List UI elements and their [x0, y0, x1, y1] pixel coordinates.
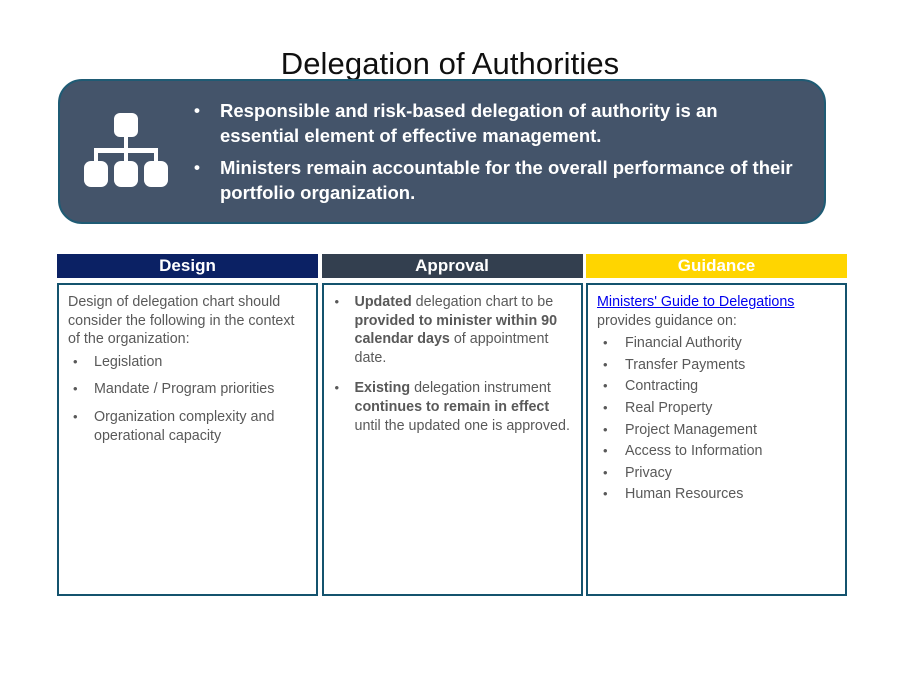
design-intro-text: Design of delegation chart should consid… — [68, 294, 295, 348]
bullet-glyph: • — [603, 378, 608, 394]
bullet-glyph: • — [603, 464, 608, 480]
bullet-glyph: • — [73, 381, 78, 397]
guidance-intro-tail: provides guidance on: — [597, 312, 737, 329]
bullet-glyph: • — [334, 294, 340, 309]
design-bullet-item: • Organization complexity and operational… — [68, 408, 307, 445]
guidance-bullet-item-label: Financial Authority — [625, 335, 742, 352]
column-header-design: Design — [57, 254, 318, 278]
design-bullet-item: • Legislation — [68, 353, 307, 372]
banner-bullet-2-text: Ministers remain accountable for the ove… — [220, 157, 793, 203]
key-message-banner: • Responsible and risk-based delegation … — [58, 79, 826, 224]
column-body-approval: • Updated delegation chart to be provided… — [321, 283, 583, 596]
design-bullet-item-label: Mandate / Program priorities — [94, 381, 275, 398]
guidance-bullet-list: • Financial Authority • Transfer Payments • C… — [597, 334, 836, 504]
bullet-glyph: • — [603, 335, 608, 351]
approval-bullet-item: • Updated delegation chart to be provided… — [333, 293, 572, 367]
bullet-glyph: • — [73, 353, 78, 369]
banner-bullet-list: • Responsible and risk-based delegation … — [192, 91, 824, 212]
guidance-bullet-item: • Contracting — [597, 377, 836, 396]
column-header-approval: Approval — [321, 254, 583, 278]
guidance-bullet-item: • Transfer Payments — [597, 356, 836, 375]
guidance-bullet-item: • Financial Authority — [597, 334, 836, 353]
guidance-bullet-item: • Human Resources — [597, 485, 836, 504]
bullet-glyph: • — [194, 158, 200, 177]
bullet-glyph: • — [603, 486, 608, 502]
bullet-glyph: • — [603, 443, 608, 459]
guidance-bullet-item-label: Access to Information — [625, 443, 763, 460]
guidance-bullet-item-label: Real Property — [625, 399, 713, 416]
ministers-guide-link[interactable]: Ministers' Guide to Delegations — [597, 294, 795, 310]
guidance-bullet-item-label: Project Management — [625, 421, 757, 438]
approval-bullet-item-label: Updated delegation chart to be provided … — [354, 294, 558, 366]
bullet-glyph: • — [603, 356, 608, 372]
banner-bullet-1: • Responsible and risk-based delegation … — [194, 98, 798, 148]
approval-bullet-item-label: Existing delegation instrument continues… — [354, 380, 570, 434]
guidance-bullet-item-label: Contracting — [625, 378, 699, 395]
column-design: Design Design of delegation chart should… — [57, 254, 318, 596]
column-approval: Approval • Updated delegation chart to be… — [321, 254, 583, 596]
columns-container: Design Design of delegation chart should… — [57, 254, 847, 596]
column-header-guidance: Guidance — [586, 254, 847, 278]
column-guidance: Guidance Ministers' Guide to Delegations… — [586, 254, 847, 596]
bullet-glyph: • — [73, 408, 78, 424]
bullet-glyph: • — [334, 380, 340, 396]
banner-bullet-1-text: Responsible and risk-based delegation of… — [220, 100, 718, 146]
guidance-intro: Ministers' Guide to Delegations provides… — [597, 293, 836, 330]
banner-bullet-2: • Ministers remain accountable for the o… — [194, 155, 798, 205]
guidance-bullet-item-label: Transfer Payments — [625, 356, 746, 373]
guidance-bullet-item-label: Human Resources — [625, 486, 744, 503]
column-body-design: Design of delegation chart should consid… — [57, 283, 318, 596]
design-bullet-item: • Mandate / Program priorities — [68, 380, 307, 399]
guidance-bullet-item: • Access to Information — [597, 442, 836, 461]
column-body-guidance: Ministers' Guide to Delegations provides… — [586, 283, 847, 596]
design-bullet-item-label: Legislation — [94, 353, 163, 370]
bullet-glyph: • — [194, 101, 200, 120]
org-chart-icon — [60, 112, 192, 191]
guidance-bullet-item: • Privacy — [597, 464, 836, 483]
guidance-bullet-item: • Project Management — [597, 421, 836, 440]
bullet-glyph: • — [603, 421, 608, 437]
approval-bullet-item: • Existing delegation instrument continue… — [333, 379, 572, 435]
design-bullet-list: • Legislation • Mandate / Program prioritie… — [68, 353, 307, 445]
bullet-glyph: • — [603, 399, 608, 415]
approval-bullet-list: • Updated delegation chart to be provided… — [333, 293, 572, 435]
guidance-bullet-item: • Real Property — [597, 399, 836, 418]
page-title: Delegation of Authorities — [280, 46, 620, 81]
design-bullet-item-label: Organization complexity and operational … — [94, 408, 275, 444]
guidance-bullet-item-label: Privacy — [625, 464, 672, 481]
